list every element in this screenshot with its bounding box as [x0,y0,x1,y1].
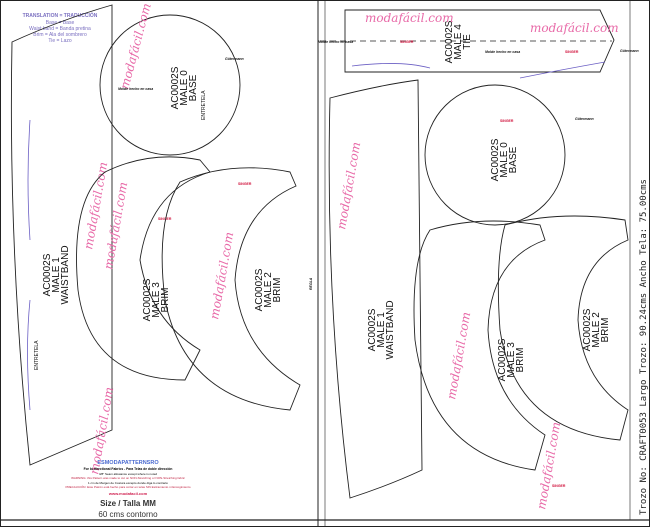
translation-line: Base = Base [46,20,75,26]
waistband-label: AC0002S MALE 1 WAISTBAND [42,245,71,304]
singer-logo: SINGER [238,182,252,186]
base-label: AC0002S MALE 0 BASE [170,66,199,109]
waistband-piece-right [328,79,423,499]
svg-text:AC0002S: AC0002S [42,253,53,296]
brim-piece-1 [76,156,211,381]
svg-text:WARNING: this Pattern was made: WARNING: this Pattern was made to cut on… [71,476,185,480]
brand-watermark: modafácil.com [117,2,153,91]
svg-text:MALE 1: MALE 1 [51,257,62,293]
base-label-right: AC0002S MALE 0 BASE [490,138,519,181]
waistband-piece [10,4,113,466]
gutermann-label: Gütermann [620,49,639,53]
tie-label: AC0002S MALE 4 TIE [444,20,473,63]
brand-watermark: modafácil.com [101,181,130,271]
size-label: Size / Talla MM [100,499,156,508]
svg-text:AC0002S: AC0002S [254,268,265,311]
svg-text:MALE 3: MALE 3 [506,342,517,378]
regla-label: REGLA [309,277,313,290]
gutermann-label: Gütermann [575,117,594,121]
svg-text:AC0002S: AC0002S [444,20,455,63]
svg-text:BRIM: BRIM [600,318,611,343]
svg-text:www.modafacil.com: www.modafacil.com [108,491,148,496]
made-in-label: Molde hecho en casa [318,40,353,44]
entretela-label: ENTRETELA [34,340,40,370]
svg-text:MALE 2: MALE 2 [263,272,274,308]
singer-logo: SINGER [565,50,579,54]
brim-piece-4 [497,215,629,441]
piece-info-strip: Trozo No: CRAFT0053 Largo Trozo: 90.24cm… [639,179,649,515]
brand-watermark: modafácil.com [334,141,363,231]
contour-label: 60 cms contorno [98,510,158,519]
brand-watermark: modafácil.com [534,421,563,511]
entretela-label: ENTRETELA [201,90,207,120]
translation-line: Waist band = Banda pretina [29,26,91,32]
svg-text:AC0002S: AC0002S [367,308,378,351]
translation-line: Brim = Ala del sombrero [33,32,87,38]
svg-text:AC0002S: AC0002S [490,138,501,181]
brim4-label: AC0002S MALE 2 BRIM [582,308,611,351]
singer-logo: SINGER [500,119,514,123]
svg-text:WAISTBAND: WAISTBAND [60,245,71,304]
svg-text:MALE 1: MALE 1 [376,312,387,348]
cut-line-scissors-icon [27,119,31,411]
brand-watermark: modafácil.com [365,11,454,25]
svg-text:MALE 3: MALE 3 [151,282,162,318]
svg-text:WAISTBAND: WAISTBAND [385,300,396,359]
brim2-label: AC0002S MALE 2 BRIM [254,268,283,311]
translation-legend: TRANSLATION = TRADUCCIÓN Base = Base Wai… [23,11,98,44]
svg-text:For bi-directional Fabrics -: For bi-directional Fabrics - Para Telas … [84,467,173,471]
svg-text:BRIM: BRIM [160,288,171,313]
svg-text:AC0002S: AC0002S [170,66,181,109]
svg-text:PRECAUCIÓN: Este Patrón está h: PRECAUCIÓN: Este Patrón está hecho para … [65,484,190,489]
svg-text:ESMODAPATTERNSRO: ESMODAPATTERNSRO [97,460,159,466]
brand-watermark: modafácil.com [444,311,473,401]
brim-piece-3 [413,220,546,471]
svg-text:MALE 0: MALE 0 [499,142,510,178]
waistband-label-right: AC0002S MALE 1 WAISTBAND [367,300,396,359]
svg-text:MALE 0: MALE 0 [179,70,190,106]
translation-line: Tie = Lazo [48,38,72,44]
tie-piece [344,9,615,73]
svg-text:1 cm de Margen de Costura exce: 1 cm de Margen de Costura excepto donde … [88,481,168,485]
svg-text:BASE: BASE [508,146,519,173]
svg-text:TIE: TIE [462,34,473,50]
svg-text:AC0002S: AC0002S [142,278,153,321]
gutermann-label: Gütermann [225,57,244,61]
svg-text:AC0002S: AC0002S [497,338,508,381]
cut-line-scissors-icon [351,61,606,79]
singer-logo: SINGER [552,484,566,488]
singer-logo: SINGER [158,217,172,221]
svg-text:BRIM: BRIM [515,348,526,373]
brim1-label: AC0002S MALE 3 BRIM [142,278,171,321]
svg-text:BRIM: BRIM [272,278,283,303]
made-in-label: Molde hecho en casa [485,50,520,54]
svg-text:3/8" Seam allowance except whe: 3/8" Seam allowance except where is note… [99,472,157,476]
base-piece [99,14,241,156]
svg-text:MALE 4: MALE 4 [453,24,464,60]
svg-text:BASE: BASE [188,74,199,101]
translation-title: TRANSLATION = TRADUCCIÓN [23,11,98,19]
pattern-footer: ESMODAPATTERNSRO For bi-directional Fabr… [65,460,190,519]
brand-watermark: modafácil.com [530,21,619,35]
made-in-label: Molde hecho en casa [118,87,153,91]
base-piece-right [424,84,566,226]
svg-text:AC0002S: AC0002S [582,308,593,351]
brand-watermark: modafácil.com [207,231,236,321]
brim3-label: AC0002S MALE 3 BRIM [497,338,526,381]
brim-piece-2 [161,167,301,411]
singer-logo: SINGER [400,40,414,44]
svg-text:MALE 2: MALE 2 [591,312,602,348]
